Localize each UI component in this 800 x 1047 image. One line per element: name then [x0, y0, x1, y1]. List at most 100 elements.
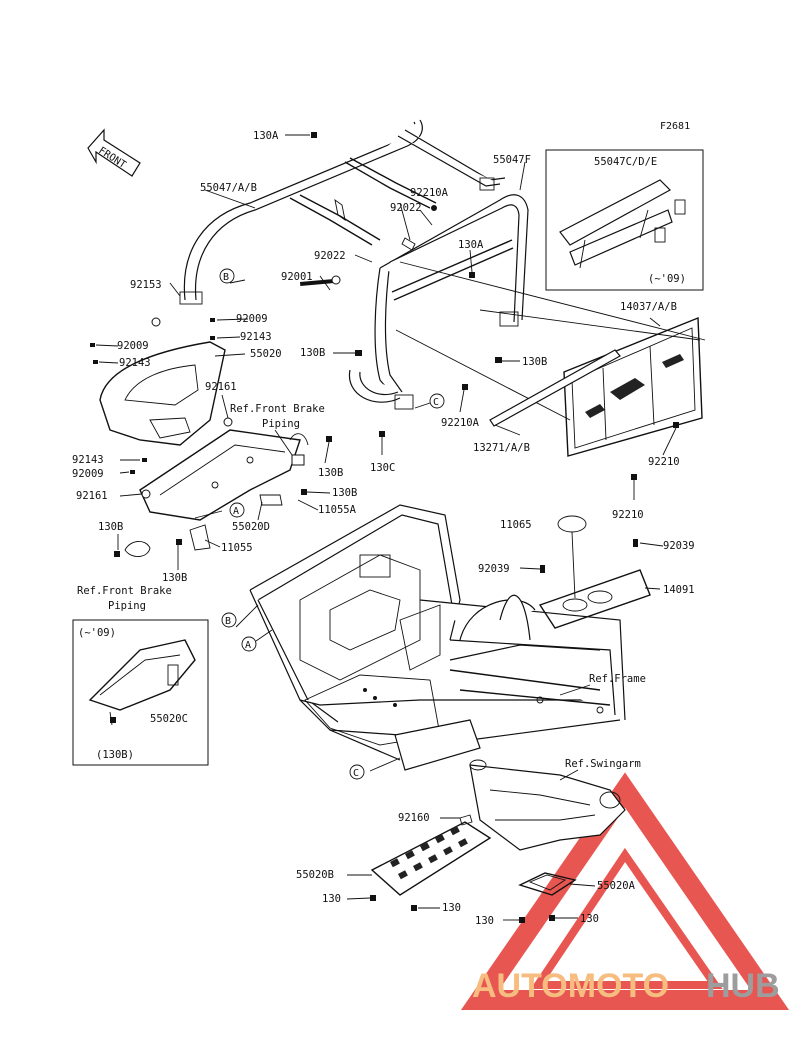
screw-icon: [130, 470, 135, 474]
callout-c-top: [429, 393, 445, 409]
washer-icon: [151, 317, 161, 327]
screw-icon: [210, 318, 215, 322]
label-14037ab: 14037/A/B: [620, 301, 677, 313]
bolt-icon: [110, 717, 116, 723]
bolt-icon: [469, 272, 475, 278]
reference-labels: Ref.Front Brake Piping Ref.Front Brake P…: [77, 403, 646, 770]
skid-plate-front: [370, 814, 492, 896]
label-130b-paren: (130B): [96, 749, 134, 761]
label-130b-c: 130B: [318, 467, 343, 479]
nut-icon: [462, 384, 468, 390]
label-92009-b: 92009: [117, 340, 149, 352]
cap-11065: [557, 515, 587, 533]
ref-frame: Ref.Frame: [589, 673, 646, 685]
label-92143-a: 92143: [240, 331, 272, 343]
screw-icon: [142, 458, 147, 462]
leader-lines-top: [204, 134, 706, 421]
bolt-icon: [370, 895, 376, 901]
label-130b-b: 130B: [522, 356, 547, 368]
leader-lines: [95, 279, 677, 921]
nut-icon: [631, 474, 637, 480]
label-92022-a: 92022: [390, 202, 422, 214]
label-92161-a: 92161: [205, 381, 237, 393]
fasteners: [90, 132, 679, 923]
watermark-inner-triangle: [530, 847, 723, 989]
label-130a-mid: 130A: [458, 239, 484, 251]
screw-icon: [93, 360, 98, 364]
bolt-icon: [114, 551, 120, 557]
label-92160: 92160: [398, 812, 430, 824]
inset-top-note: (~'09): [648, 273, 686, 285]
callout-a-top: [229, 502, 245, 518]
label-92153: 92153: [130, 279, 162, 291]
callout-b-bottom: [221, 612, 237, 628]
callout-b-bottom-text: B: [225, 616, 231, 627]
lower-front-bracket: [124, 429, 309, 557]
label-92161-b: 92161: [76, 490, 108, 502]
bolt-icon: [355, 350, 362, 356]
clamp-icon: [291, 454, 305, 466]
part-number-labels: 130A 55047/A/B 55047F 92210A 92022 92022…: [72, 130, 695, 927]
label-55020d: 55020D: [232, 521, 270, 533]
washer-icon: [331, 275, 341, 285]
label-130-a: 130: [322, 893, 341, 905]
roll-cage-assembly: [179, 119, 529, 410]
nut-icon: [673, 422, 679, 428]
label-130b-e: 130B: [98, 521, 123, 533]
label-92009-c: 92009: [72, 468, 104, 480]
screw-icon: [540, 565, 545, 573]
nut-icon: [431, 205, 437, 211]
label-130b-d: 130B: [332, 487, 357, 499]
inset-top-title: 55047C/D/E: [594, 156, 657, 168]
watermark-auto-text: AUTOMOTO: [472, 967, 669, 1005]
ref-swingarm: Ref.Swingarm: [565, 758, 641, 770]
label-130-d: 130: [580, 913, 599, 925]
inset-left-note: (~'09): [78, 627, 116, 639]
trim-strip: [489, 349, 621, 427]
screw-icon: [633, 539, 638, 547]
label-130-c: 130: [475, 915, 494, 927]
label-11065: 11065: [500, 519, 532, 531]
front-direction-arrow: FRONT: [87, 128, 141, 177]
label-92039-a: 92039: [478, 563, 510, 575]
grommet-icon: [141, 489, 151, 499]
ref-front-brake-1-line2: Piping: [262, 418, 300, 430]
bolt-icon: [379, 431, 385, 437]
bolt-icon: [549, 915, 555, 921]
label-92210-b: 92210: [612, 509, 644, 521]
cargo-guard-panel: [563, 316, 703, 457]
callout-a-top-text: A: [233, 506, 239, 517]
bolt-icon: [176, 539, 182, 545]
label-92022-b: 92022: [314, 250, 346, 262]
callout-c-top-text: C: [433, 397, 439, 408]
callout-b-top: [219, 268, 235, 284]
label-92001: 92001: [281, 271, 313, 283]
bolt-icon: [311, 132, 317, 138]
callout-a-bottom: [241, 636, 257, 652]
label-55020a: 55020A: [597, 880, 636, 892]
label-55047ab: 55047/A/B: [200, 182, 257, 194]
label-92143-b: 92143: [119, 357, 151, 369]
swingarm: [469, 759, 626, 851]
inset-box-55047cde: [545, 149, 704, 291]
label-130-b: 130: [442, 902, 461, 914]
label-55047f: 55047F: [493, 154, 531, 166]
grommet-icon: [223, 417, 233, 427]
label-130b-a: 130B: [300, 347, 325, 359]
bolt-icon: [519, 917, 525, 923]
front-cover-panel: [99, 341, 226, 446]
ref-front-brake-2-line2: Piping: [108, 600, 146, 612]
label-11055a: 11055A: [318, 504, 357, 516]
label-92210-a: 92210: [648, 456, 680, 468]
long-bolt-icon: [300, 279, 335, 286]
callout-a-bottom-text: A: [245, 640, 251, 651]
watermark-hub-text: HUB: [706, 967, 780, 1005]
screw-icon: [90, 343, 95, 347]
label-55020: 55020: [250, 348, 282, 360]
label-11055: 11055: [221, 542, 253, 554]
ref-front-brake-1-line1: Ref.Front Brake: [230, 403, 325, 415]
inset-box-55020c: [72, 619, 209, 766]
ref-front-brake-2-line1: Ref.Front Brake: [77, 585, 172, 597]
